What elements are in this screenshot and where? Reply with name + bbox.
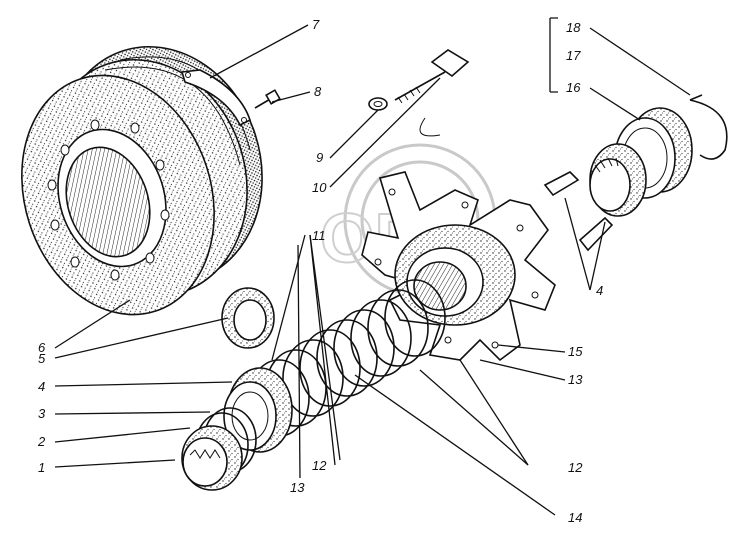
label-17: 17 <box>566 48 581 63</box>
label-9: 9 <box>316 150 323 165</box>
label-11: 11 <box>312 228 326 243</box>
label-16: 16 <box>566 80 581 95</box>
label-12-left: 12 <box>312 458 327 473</box>
label-6: 6 <box>38 340 46 355</box>
part-10-stud <box>394 49 470 137</box>
label-3: 3 <box>38 406 46 421</box>
label-12-right: 12 <box>568 460 583 475</box>
label-13-right: 13 <box>568 372 583 387</box>
part-5-seal <box>221 287 275 349</box>
callout-labels: 1 2 3 4 5 6 7 8 9 10 11 12 13 12 13 14 1… <box>37 17 603 525</box>
label-4-left: 4 <box>38 379 45 394</box>
label-10: 10 <box>312 180 327 195</box>
label-1: 1 <box>38 460 45 475</box>
part-8-bolt <box>254 89 281 109</box>
part-4-bearing-right <box>543 143 647 252</box>
label-2: 2 <box>37 434 46 449</box>
part-15-hub <box>361 171 556 362</box>
part-1-nut <box>181 425 243 491</box>
leader-lines <box>54 17 691 516</box>
label-14: 14 <box>568 510 582 525</box>
part-7-plate <box>180 69 251 127</box>
label-4-right: 4 <box>596 283 603 298</box>
label-13-left: 13 <box>290 480 305 495</box>
brake-drum <box>21 45 263 316</box>
part-9-washer <box>368 97 388 111</box>
label-5: 5 <box>38 351 46 366</box>
label-15: 15 <box>568 344 583 359</box>
label-7: 7 <box>312 17 320 32</box>
label-8: 8 <box>314 84 322 99</box>
part-18-retaining-ring <box>689 94 728 160</box>
label-18: 18 <box>566 20 581 35</box>
